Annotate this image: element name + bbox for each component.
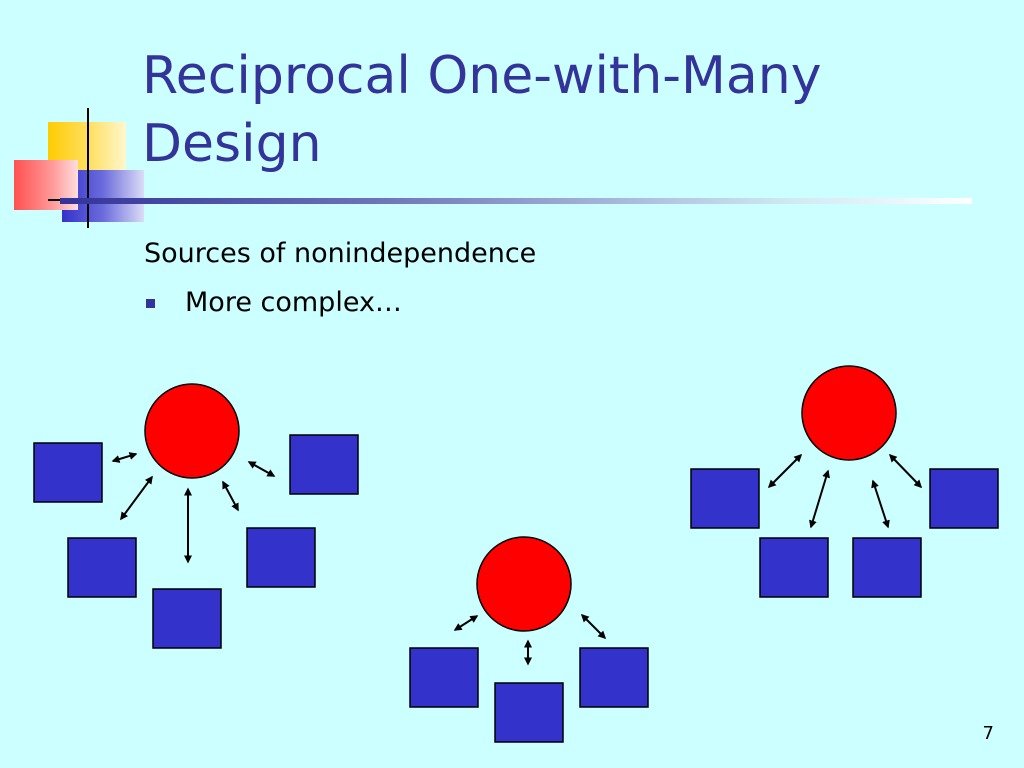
partner-square — [690, 468, 760, 529]
partner-square — [852, 537, 922, 598]
partner-square — [67, 537, 137, 598]
bullet-text: More complex… — [185, 287, 402, 318]
partner-square — [579, 647, 649, 708]
partner-square — [759, 537, 829, 598]
bullet-square-icon — [146, 298, 155, 308]
person-circle — [144, 383, 240, 479]
reciprocal-arrow — [580, 613, 607, 640]
person-circle — [476, 536, 572, 632]
reciprocal-arrow — [120, 475, 153, 521]
partner-square — [929, 468, 999, 529]
reciprocal-arrow — [111, 452, 138, 463]
page-title: Reciprocal One-with-Many Design — [142, 46, 822, 174]
partner-square — [409, 647, 479, 708]
partner-square — [494, 682, 564, 743]
title-underline — [60, 198, 972, 204]
reciprocal-arrow — [809, 469, 830, 529]
reciprocal-arrow — [888, 453, 923, 489]
diagram-one-with-five — [33, 383, 359, 649]
decorative-corner-graphic — [14, 108, 145, 228]
diagram-one-with-three — [409, 536, 649, 743]
bullet-item: More complex… — [144, 283, 402, 323]
page-number: 7 — [982, 723, 994, 744]
subtitle: Sources of nonindependence — [144, 238, 537, 269]
partner-square — [289, 434, 359, 495]
reciprocal-arrow — [871, 479, 890, 529]
reciprocal-arrow — [453, 615, 479, 631]
reciprocal-arrow — [247, 461, 276, 477]
partner-square — [33, 442, 103, 503]
person-circle — [801, 365, 897, 461]
reciprocal-arrow — [767, 453, 803, 489]
diagram-one-with-four — [690, 365, 999, 598]
partner-square — [152, 588, 222, 649]
partner-square — [246, 527, 316, 588]
reciprocal-arrow — [222, 480, 239, 512]
